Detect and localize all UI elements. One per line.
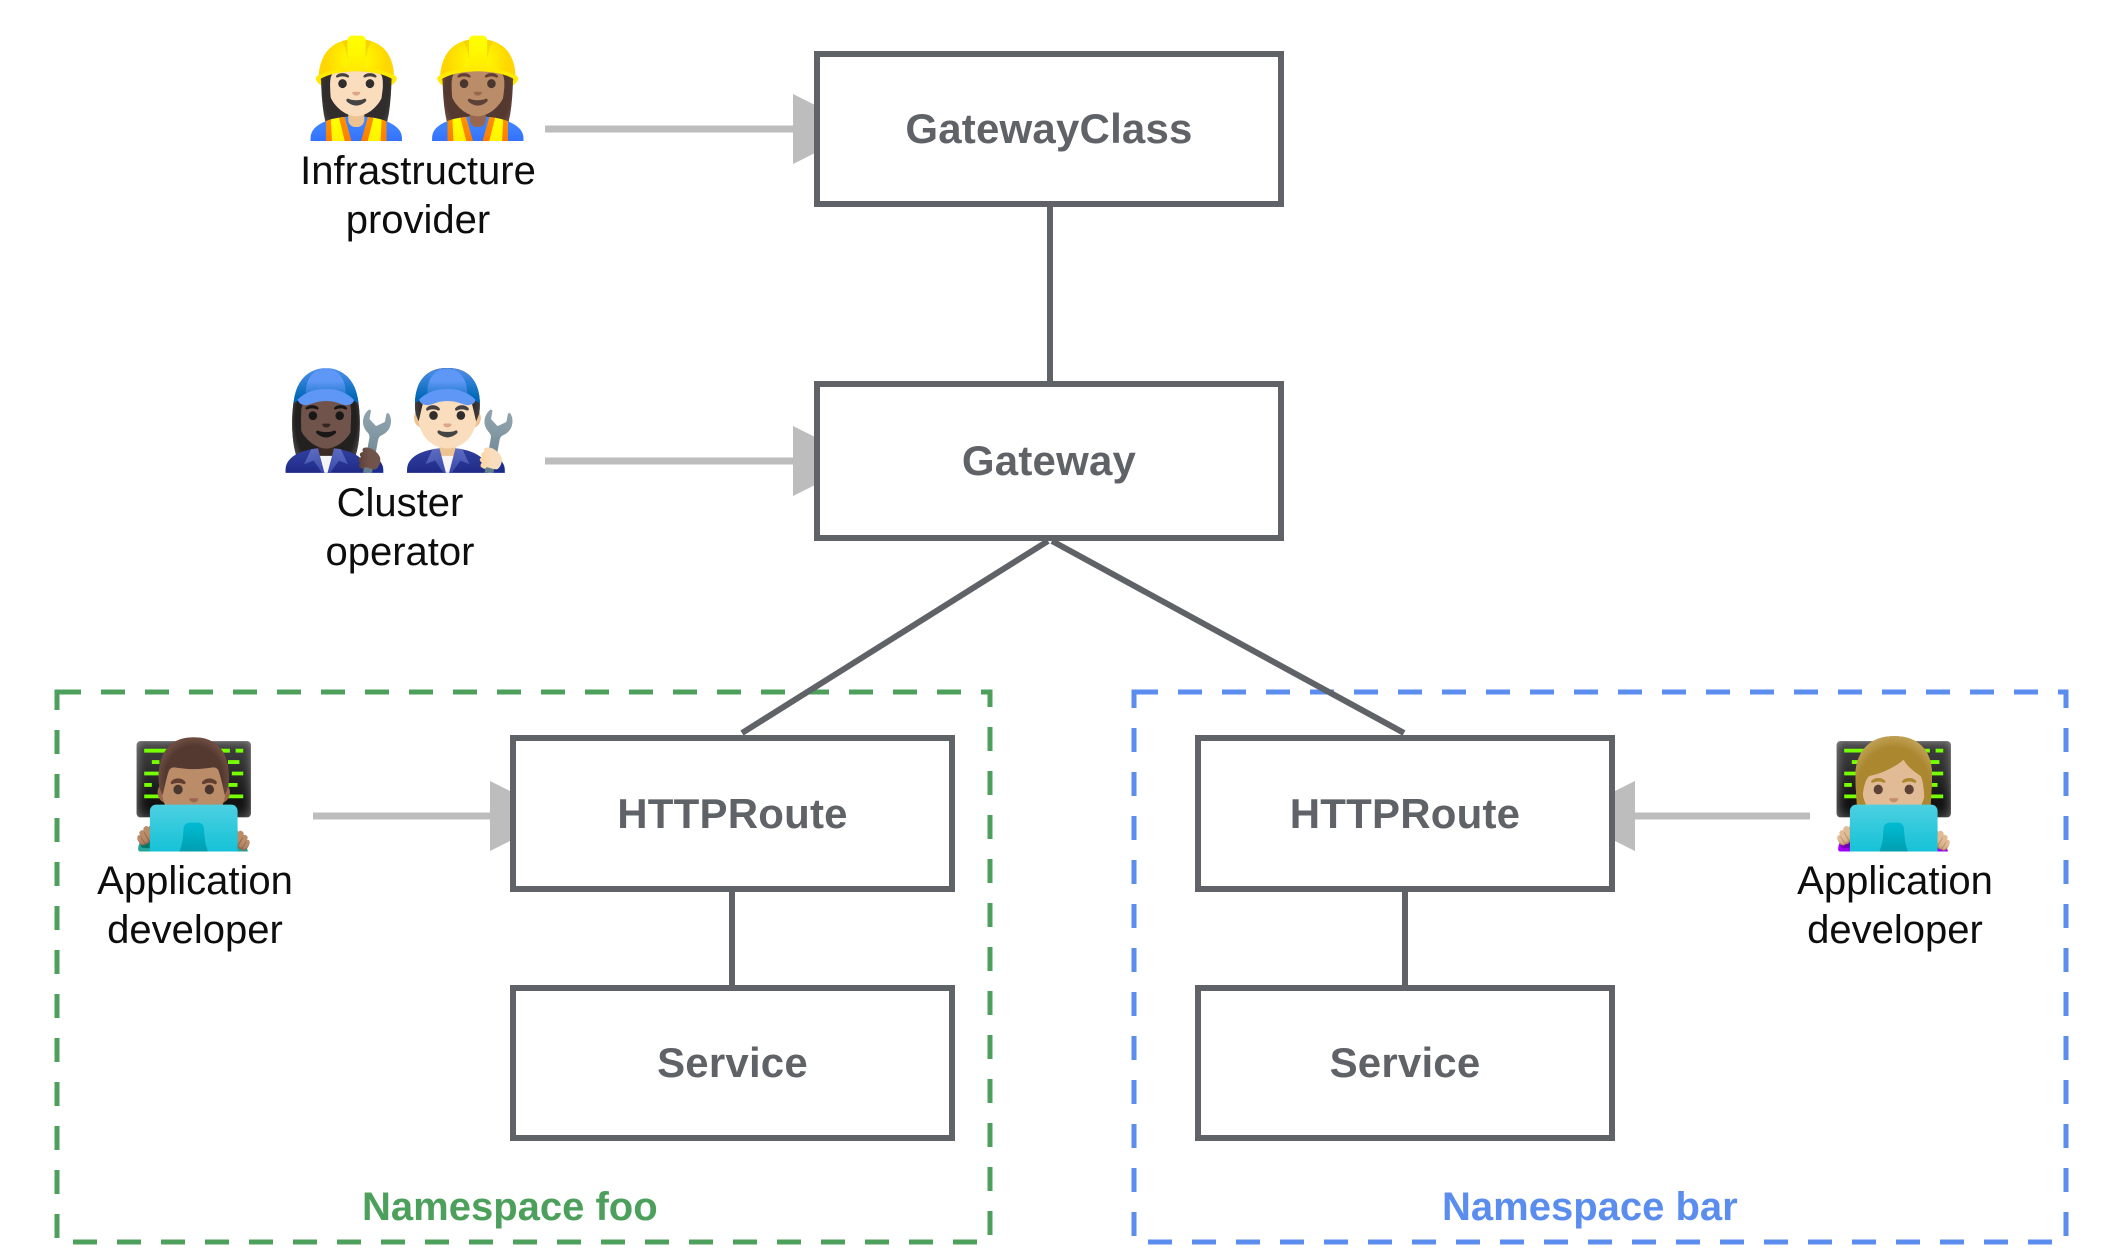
httproute-foo-label: HTTPRoute: [617, 789, 848, 837]
httproute-bar-box[interactable]: HTTPRoute: [1195, 735, 1615, 892]
persona-application-developer-foo: 👨🏽‍💻 Application developer: [60, 733, 330, 955]
service-foo-box[interactable]: Service: [510, 985, 955, 1141]
connector-gateway-httproute-bar: [1050, 538, 1406, 736]
man-technologist-icon: 👨🏽‍💻: [129, 733, 261, 855]
persona-application-developer-bar: 👩🏼‍💻 Application developer: [1760, 733, 2030, 955]
gateway-label: Gateway: [961, 437, 1137, 484]
persona-application-developer-foo-label: Application developer: [97, 859, 293, 952]
gateway-box[interactable]: Gateway: [814, 381, 1284, 541]
service-bar-label: Service: [1329, 1039, 1481, 1086]
namespace-foo-boundary: [54, 689, 993, 1245]
namespace-foo-label: Namespace foo: [362, 1185, 658, 1229]
woman-technologist-icon: 👩🏼‍💻: [1829, 733, 1961, 855]
gatewayclass-box[interactable]: GatewayClass: [814, 51, 1284, 207]
gatewayclass-label: GatewayClass: [905, 105, 1193, 152]
mechanic-icon: 👩🏿‍🔧👨🏻‍🔧: [278, 364, 522, 476]
persona-application-developer-bar-label: Application developer: [1797, 859, 1993, 952]
woman-construction-worker-icon: 👷🏻‍♀️👷🏽‍♀️: [296, 32, 540, 144]
namespace-bar-boundary: [1131, 689, 2069, 1245]
namespace-bar-label: Namespace bar: [1442, 1185, 1738, 1229]
persona-cluster-operator-label: Cluster operator: [325, 480, 475, 574]
persona-cluster-operator: 👩🏿‍🔧👨🏻‍🔧 Cluster operator: [240, 370, 560, 576]
persona-infrastructure-provider-label: Infrastructure provider: [300, 148, 536, 242]
connector-gateway-httproute-foo: [740, 538, 1050, 736]
service-bar-box[interactable]: Service: [1195, 985, 1615, 1141]
httproute-bar-label: HTTPRoute: [1289, 789, 1521, 837]
httproute-foo-box[interactable]: HTTPRoute: [510, 735, 955, 892]
service-foo-label: Service: [657, 1039, 808, 1086]
persona-infrastructure-provider: 👷🏻‍♀️👷🏽‍♀️ Infrastructure provider: [258, 38, 578, 244]
